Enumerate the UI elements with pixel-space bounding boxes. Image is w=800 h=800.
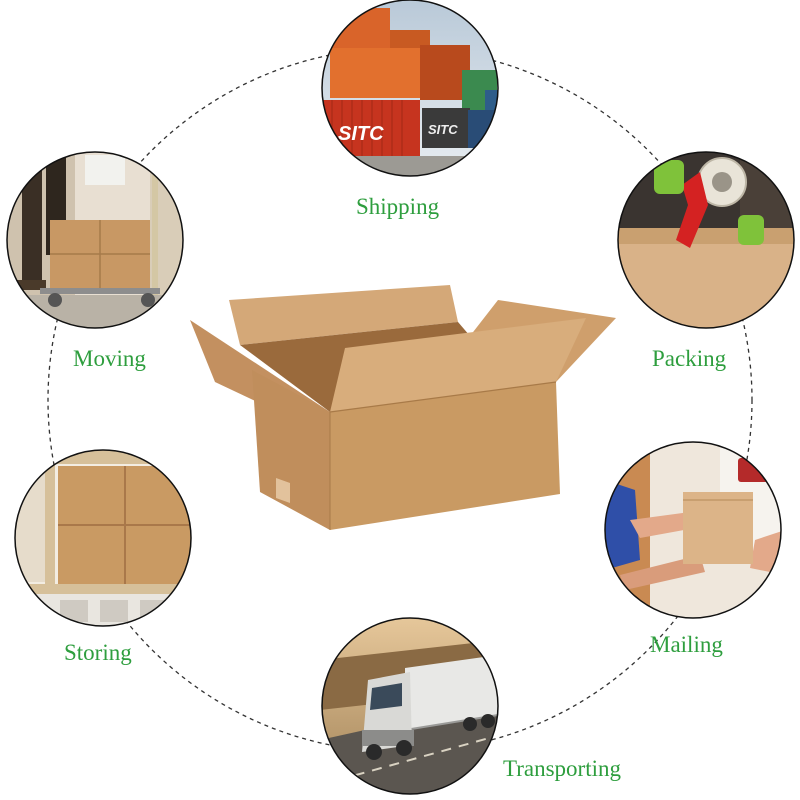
label-moving: Moving [73, 346, 146, 371]
cardboard-box [190, 285, 616, 530]
storing-photo [14, 449, 192, 627]
container-text-left: SITC [338, 123, 384, 145]
packing-photo [617, 151, 795, 329]
label-storing: Storing [64, 640, 132, 665]
label-mailing: Mailing [650, 632, 723, 657]
label-transporting: Transporting [503, 756, 621, 781]
label-packing: Packing [652, 346, 727, 371]
container-text-right: SITC [428, 122, 458, 137]
shipping-photo: SITC SITC [321, 0, 499, 177]
transporting-photo [321, 617, 499, 795]
mailing-photo [604, 441, 782, 619]
label-shipping: Shipping [356, 194, 440, 219]
moving-photo [6, 151, 184, 329]
